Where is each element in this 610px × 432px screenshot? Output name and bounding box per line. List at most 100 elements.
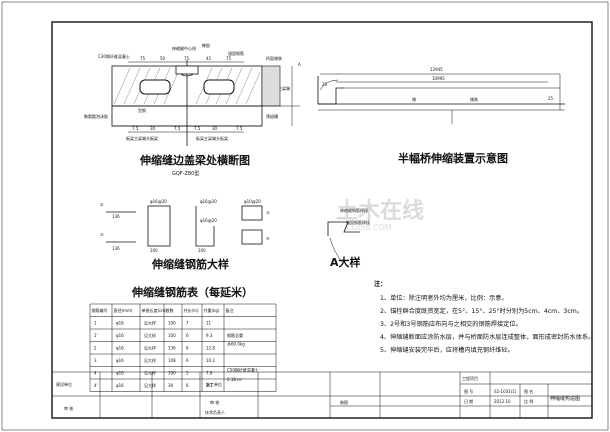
table-cell: 6 xyxy=(186,333,189,338)
title-block: 建设单位 施工单位 工程项目 审 核 审 核 技术负责人 制图 图 号 S2-1… xyxy=(52,371,592,419)
table-cell: 6 xyxy=(186,346,189,351)
hb-seg-b: 铺装 xyxy=(470,96,478,102)
dim-bot-5: 30 xyxy=(212,126,218,131)
table-remark: 0.18 m³ xyxy=(227,377,243,382)
table-header: 直径(mm) xyxy=(114,307,133,313)
table-header: 备注 xyxy=(226,307,234,313)
label-anchor: 锚固钢筋 xyxy=(228,50,244,56)
tb-drawing: 制图 xyxy=(340,399,348,405)
hb-seg-a: 铺 xyxy=(412,96,416,102)
table-cell: φ16 xyxy=(116,346,124,351)
table-remark: 钢筋总重 xyxy=(227,332,243,338)
tb-tech: 技术负责人 xyxy=(205,409,225,415)
rb-n1: ① xyxy=(100,202,104,207)
table-header: 共重(kg) xyxy=(204,307,220,313)
hb-left-tag: A xyxy=(298,62,301,67)
label-bottom-right: 板梁主梁端头板梁 xyxy=(196,135,228,141)
note-3: 3、2号和3号钢筋应布向与之相交的钢筋焊接定位。 xyxy=(380,320,522,328)
label-joint: 伸缩缝中心线 xyxy=(172,45,196,51)
table-cell: φ16 xyxy=(116,358,124,363)
rb-len2: 136 xyxy=(112,246,120,251)
tb-date-label: 日 期 xyxy=(464,398,473,404)
table-cell: 6 xyxy=(186,383,189,388)
note-4: 4、伸缩缝断面应涂防水层，并与桥面防水层连成整体，面形成密封防水体系。 xyxy=(380,333,594,341)
label-preformed: 预留槽 xyxy=(266,113,278,119)
tb-no: S2-1031(1) xyxy=(494,389,517,394)
section-drawing: 75 50 75 45 75 C30钢纤维混凝土 伸缩缝中心线 橡胶 锚固钢筋 … xyxy=(84,42,300,177)
table-remark: 共60.0kg xyxy=(227,341,245,347)
tb-design: 建设单位 xyxy=(56,381,72,387)
da-l1: 伸缩缝钢筋焊接 xyxy=(340,207,368,213)
dim-bot-2: 30 xyxy=(150,126,156,131)
table-cell: 1 xyxy=(94,321,97,326)
hb-top-dim: 12945 xyxy=(430,67,443,72)
label-c30: C30钢纤维混凝土 xyxy=(98,53,130,59)
table-cell: 见大样 xyxy=(144,332,156,338)
table-cell: 7 xyxy=(186,321,189,326)
table-cell: 108 xyxy=(168,358,176,363)
table-cell: 见大样 xyxy=(144,320,156,326)
tb-review: 审 核 xyxy=(210,399,219,405)
tb-project-label: 工程项目 xyxy=(462,375,478,381)
section-model: GQF-Z80型 xyxy=(172,170,199,177)
label-girder: 主梁端 xyxy=(278,85,290,91)
table-cell: 100 xyxy=(168,333,176,338)
rb-len1: 136 xyxy=(112,214,120,219)
table-cell: 10.2 xyxy=(206,358,215,363)
label-pad: 聚氨酯泡沫胶 xyxy=(84,113,108,119)
table-cell: 11 xyxy=(206,321,212,326)
notes-block: 注： 1、单位：除注明者外均为厘米，比例：示意。 2、锚栓群合度既资宽定，在5°… xyxy=(374,280,594,354)
half-bridge-drawing: A 12945 10995 25 25 铺 铺装 半幅桥伸缩装置示意图 xyxy=(298,62,565,165)
table-header: 钢筋编号 xyxy=(92,307,108,313)
notes-heading: 注： xyxy=(374,280,386,288)
table-cell: 9.3 xyxy=(206,333,213,338)
detail-a-drawing: 伸缩缝钢筋焊接 锚固钢筋焊接 A大样 xyxy=(327,207,370,269)
dim-bot-3: 7.5 xyxy=(174,126,181,131)
table-cell: φ16 xyxy=(116,321,124,326)
tb-name-label: 图 名 xyxy=(524,388,533,394)
rb-len3: 100 xyxy=(150,248,158,253)
table-cell: 见大样 xyxy=(144,382,156,388)
table-cell: 6 xyxy=(186,358,189,363)
tb-scale-label: 比 例 xyxy=(524,398,533,404)
table-cell: 见大样 xyxy=(144,345,156,351)
rebar-detail-drawing: ① 136 ② 136 φ16@20 100 φ16@20 φ16@20 100… xyxy=(100,199,270,271)
hb-left-num: 25 xyxy=(322,82,328,87)
rb-d4: φ10@20 xyxy=(244,199,261,204)
watermark: 土木在线 COI88.COM xyxy=(336,198,424,232)
tb-date: 2012.10 xyxy=(494,399,511,404)
note-5: 5、伸缩缝安装完毕后，应将槽内填充钢纤维砼。 xyxy=(380,346,514,354)
table-cell: 136 xyxy=(168,346,176,351)
rb-d1: φ16@20 xyxy=(150,199,167,204)
table-cell: 100 xyxy=(168,371,176,376)
rebar-detail-title: 伸缩缝钢筋大样 xyxy=(151,257,229,271)
table-cell: 3.7 xyxy=(206,383,213,388)
dim-top-1: 75 xyxy=(140,56,146,61)
rb-d2: φ16@20 xyxy=(200,199,217,204)
rb-len4: 100 xyxy=(198,248,206,253)
section-title: 伸缩缝边盖梁处横断图 xyxy=(139,153,250,167)
table-remark: C50钢纤维混凝土 xyxy=(227,367,259,373)
table-cell: 3 xyxy=(94,358,97,363)
dim-top-4: 45 xyxy=(206,56,212,61)
note-1: 1、单位：除注明者外均为厘米，比例：示意。 xyxy=(380,294,508,302)
dim-top-5: 75 xyxy=(226,56,232,61)
da-l2: 锚固钢筋焊接 xyxy=(346,219,370,225)
note-2: 2、锚栓群合度既资宽定，在5°、15°、25°时分别为5cm、4cm、3cm。 xyxy=(380,307,583,315)
dim-bot-6: 7.5 xyxy=(236,126,243,131)
table-title: 伸缩缝钢筋表（每延米） xyxy=(131,285,253,299)
table-cell: 2 xyxy=(94,346,97,351)
watermark-en: COI88.COM xyxy=(346,223,392,232)
hb-mid-dim: 10995 xyxy=(432,76,445,81)
table-cell: 100 xyxy=(168,321,176,326)
table-cell: φ16 xyxy=(116,371,124,376)
table-cell: 1' xyxy=(94,333,98,338)
tb-title: 伸缩缝构造图 xyxy=(550,395,580,402)
table-cell: 见大样 xyxy=(144,370,156,376)
tb-check: 审 核 xyxy=(64,405,73,411)
table-cell: 见大样 xyxy=(144,357,156,363)
watermark-cn: 土木在线 xyxy=(336,198,424,224)
rebar-table: 伸缩缝钢筋表（每延米） 钢筋编号直径(mm)单根长度(cm)根数共长(m)共重(… xyxy=(89,285,277,392)
